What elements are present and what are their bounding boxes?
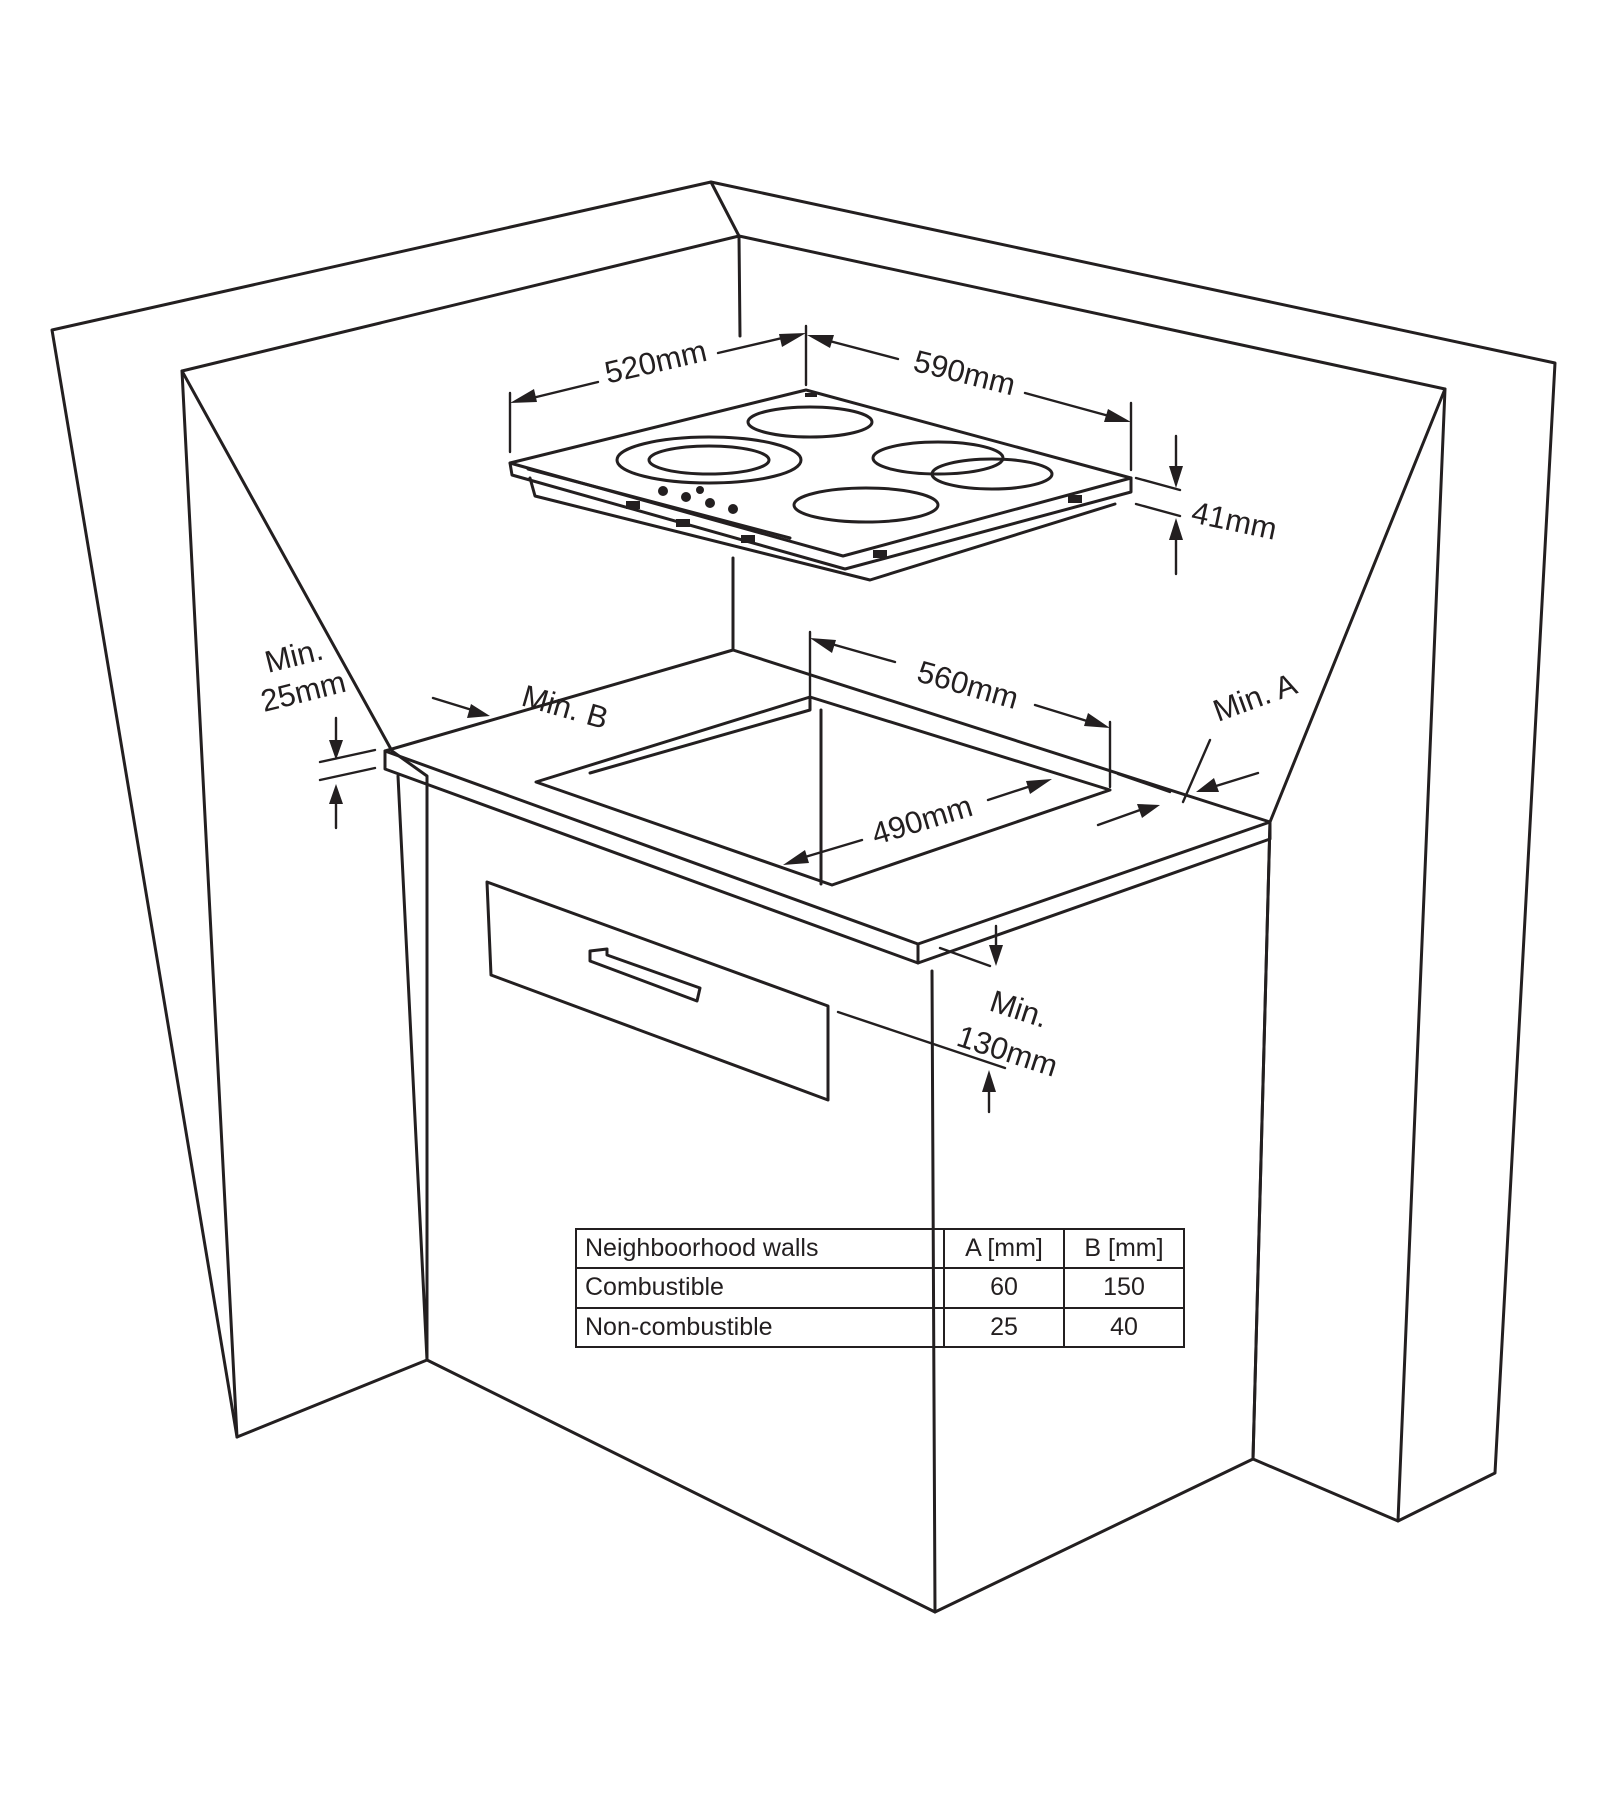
min-a-ext	[1116, 772, 1172, 794]
min-130-ext-bottom	[836, 1010, 1007, 1070]
dim-590-arrow-left	[807, 335, 834, 348]
cabinet	[396, 556, 1272, 1614]
dim-41-ext-bottom	[1134, 502, 1182, 518]
dim-490-arrow-left	[783, 850, 809, 865]
hob-zone-front	[792, 486, 940, 524]
min-25-ext-top	[318, 748, 377, 764]
dim-590-arrow-right	[1104, 409, 1131, 422]
min-130-arrow-top	[989, 945, 1003, 966]
dim-560-arrow-left	[810, 638, 836, 653]
min-a-arrow-left	[1137, 804, 1160, 818]
control-knob-2	[681, 492, 691, 502]
table-header-b: B [mm]	[1063, 1227, 1185, 1270]
worktop-side-edge	[916, 820, 1272, 965]
table-cell-a: 60	[943, 1267, 1065, 1309]
cabinet-front	[396, 774, 937, 1614]
worktop-front-edge	[383, 749, 920, 965]
hob	[508, 388, 1133, 582]
hob-top	[508, 388, 1133, 558]
min-a-label: Min. A	[1208, 666, 1301, 728]
dim-520-arrow-right	[779, 333, 806, 347]
worktop-top	[383, 648, 1272, 946]
dim-560-arrow-right	[1084, 713, 1110, 728]
dim-41-ext-top	[1134, 476, 1182, 492]
min-25-ext-bottom	[318, 766, 377, 782]
min-a-arrow-line-left	[1096, 808, 1142, 827]
hob-underbody	[528, 476, 1117, 582]
min-b-label: Min. B	[518, 678, 612, 736]
cabinet-side	[933, 820, 1272, 1614]
hob-edge	[508, 461, 1133, 571]
hob-zone-large-inner	[647, 444, 771, 476]
hob-clip-4	[873, 550, 887, 558]
control-knob-4	[728, 504, 738, 514]
control-knob-5	[696, 486, 704, 494]
left-wall	[50, 180, 741, 1439]
table-row: Combustible 60 150	[575, 1267, 1185, 1309]
dim-520-label: 520mm	[601, 333, 710, 390]
table-cell-wall-type: Non-combustible	[575, 1306, 945, 1349]
hob-logo	[805, 393, 817, 397]
dim-520-arrow-left	[510, 389, 537, 403]
min-a-arrow-line-right	[1214, 771, 1260, 788]
worktop	[383, 648, 1272, 965]
clearance-table: Neighboorhood walls A [mm] B [mm] Combus…	[575, 1227, 1185, 1349]
right-wall	[709, 180, 1557, 1523]
dim-41-arrow-bottom	[1169, 518, 1183, 540]
cutout-inner-edge	[588, 695, 812, 775]
drawer-front	[485, 880, 830, 1102]
hob-zone-back-left	[746, 405, 874, 439]
min-130-label-line1: Min.	[986, 983, 1053, 1034]
right-wall-inner-edge	[1396, 387, 1447, 1523]
min-130-ext-top	[938, 946, 992, 968]
left-wall-inner-edge	[180, 369, 239, 1439]
corner-walls	[50, 180, 1557, 1523]
dim-41-label: 41mm	[1189, 495, 1281, 547]
hob-zone-large-outer	[615, 435, 803, 485]
min-b-arrow-line	[431, 696, 474, 712]
hob-clip-2	[676, 519, 690, 527]
min-b-arrow	[467, 704, 490, 718]
hob-clip-5	[1068, 495, 1082, 503]
min-a-arrow-right	[1196, 778, 1219, 792]
table-cell-b: 150	[1063, 1267, 1185, 1309]
hob-clip-3	[741, 535, 755, 543]
control-knob-3	[705, 498, 715, 508]
hob-control-strip	[526, 467, 792, 540]
dim-490-arrow-right	[1026, 779, 1052, 794]
table-cell-wall-type: Combustible	[575, 1267, 945, 1309]
wall-corner-edge	[737, 234, 742, 338]
dim-590-line-b	[1023, 391, 1122, 421]
min-25-arrow-top	[329, 740, 343, 760]
min-130-label-line2: 130mm	[953, 1018, 1062, 1083]
hob-clip-1	[626, 501, 640, 509]
dim-560-label: 560mm	[913, 654, 1022, 716]
min-130-arrow-bottom	[982, 1070, 996, 1092]
table-header-row: Neighboorhood walls A [mm] B [mm]	[575, 1227, 1185, 1270]
table-cell-a: 25	[943, 1306, 1065, 1349]
table-header-walls: Neighboorhood walls	[575, 1227, 945, 1270]
drawer-handle	[588, 947, 702, 1003]
dim-590-label: 590mm	[910, 343, 1019, 402]
table-row: Non-combustible 25 40	[575, 1306, 1185, 1349]
min-a-leader	[1181, 738, 1212, 804]
table-header-a: A [mm]	[943, 1227, 1065, 1270]
hob-zone-back-right-inner	[930, 457, 1054, 491]
min-25-arrow-bottom	[329, 784, 343, 804]
control-knob-1	[658, 486, 668, 496]
table-cell-b: 40	[1063, 1306, 1185, 1349]
dim-41-arrow-top	[1169, 466, 1183, 488]
worktop-cutout	[534, 695, 1112, 887]
